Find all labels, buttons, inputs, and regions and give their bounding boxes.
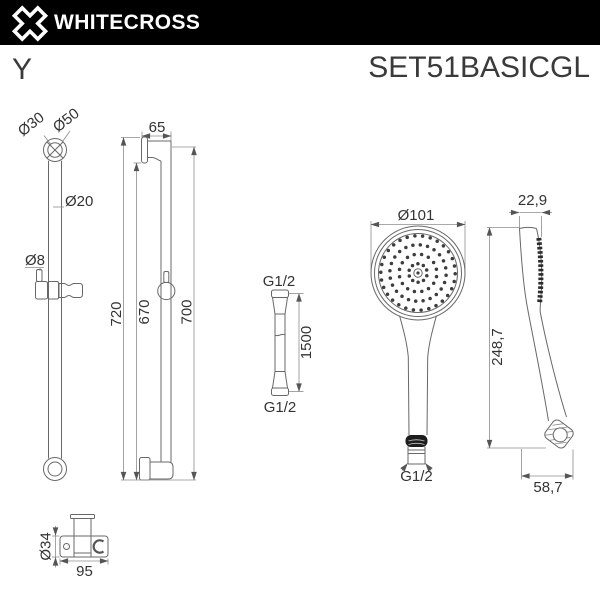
brand-header-bar: WHITECROSS (0, 0, 600, 45)
dim-length-outer: 700 (179, 299, 196, 324)
dim-wall-offset: 65 (149, 119, 166, 136)
slide-bar-front-view: Ø30 Ø50 Ø20 Ø8 (15, 105, 93, 481)
dim-head-depth: 22,9 (518, 192, 547, 209)
dim-hose-length: 1500 (298, 326, 315, 359)
series-label: Y (12, 53, 33, 86)
nozzle-pattern (379, 234, 457, 312)
brand-name: WHITECROSS (54, 10, 201, 34)
model-number: SET51BASICGL (368, 51, 590, 84)
whitecross-logo-icon (11, 4, 49, 42)
dim-flange-inner-diameter: Ø30 (15, 109, 48, 140)
dim-flange-outer-diameter: Ø50 (50, 105, 83, 136)
dim-total-length: 248,7 (489, 328, 506, 366)
dim-holder-diameter: Ø34 (38, 532, 55, 560)
dim-shower-thread: G1/2 (400, 468, 433, 485)
dim-handle-offset: 58,7 (533, 479, 562, 496)
dim-holder-width: 95 (76, 563, 93, 580)
hand-shower-side-view: 22,9 248,7 (486, 192, 574, 496)
dim-hose-thread-top: G1/2 (263, 273, 296, 290)
dim-length-inner: 670 (136, 299, 153, 324)
hose-drawing: G1/2 1500 G1/2 (263, 273, 315, 416)
hand-shower-front-view: Ø101 G1/2 (370, 207, 466, 485)
dim-length-overall: 720 (108, 301, 125, 326)
dim-hose-thread-bottom: G1/2 (264, 399, 297, 416)
dim-tube-diameter: Ø20 (65, 193, 93, 210)
holder-top-view: Ø34 95 (38, 514, 109, 580)
dim-head-diameter: Ø101 (398, 207, 435, 224)
slide-bar-side-view: 65 720 670 700 (108, 119, 197, 481)
dim-holder-pin-diameter: Ø8 (25, 252, 45, 269)
